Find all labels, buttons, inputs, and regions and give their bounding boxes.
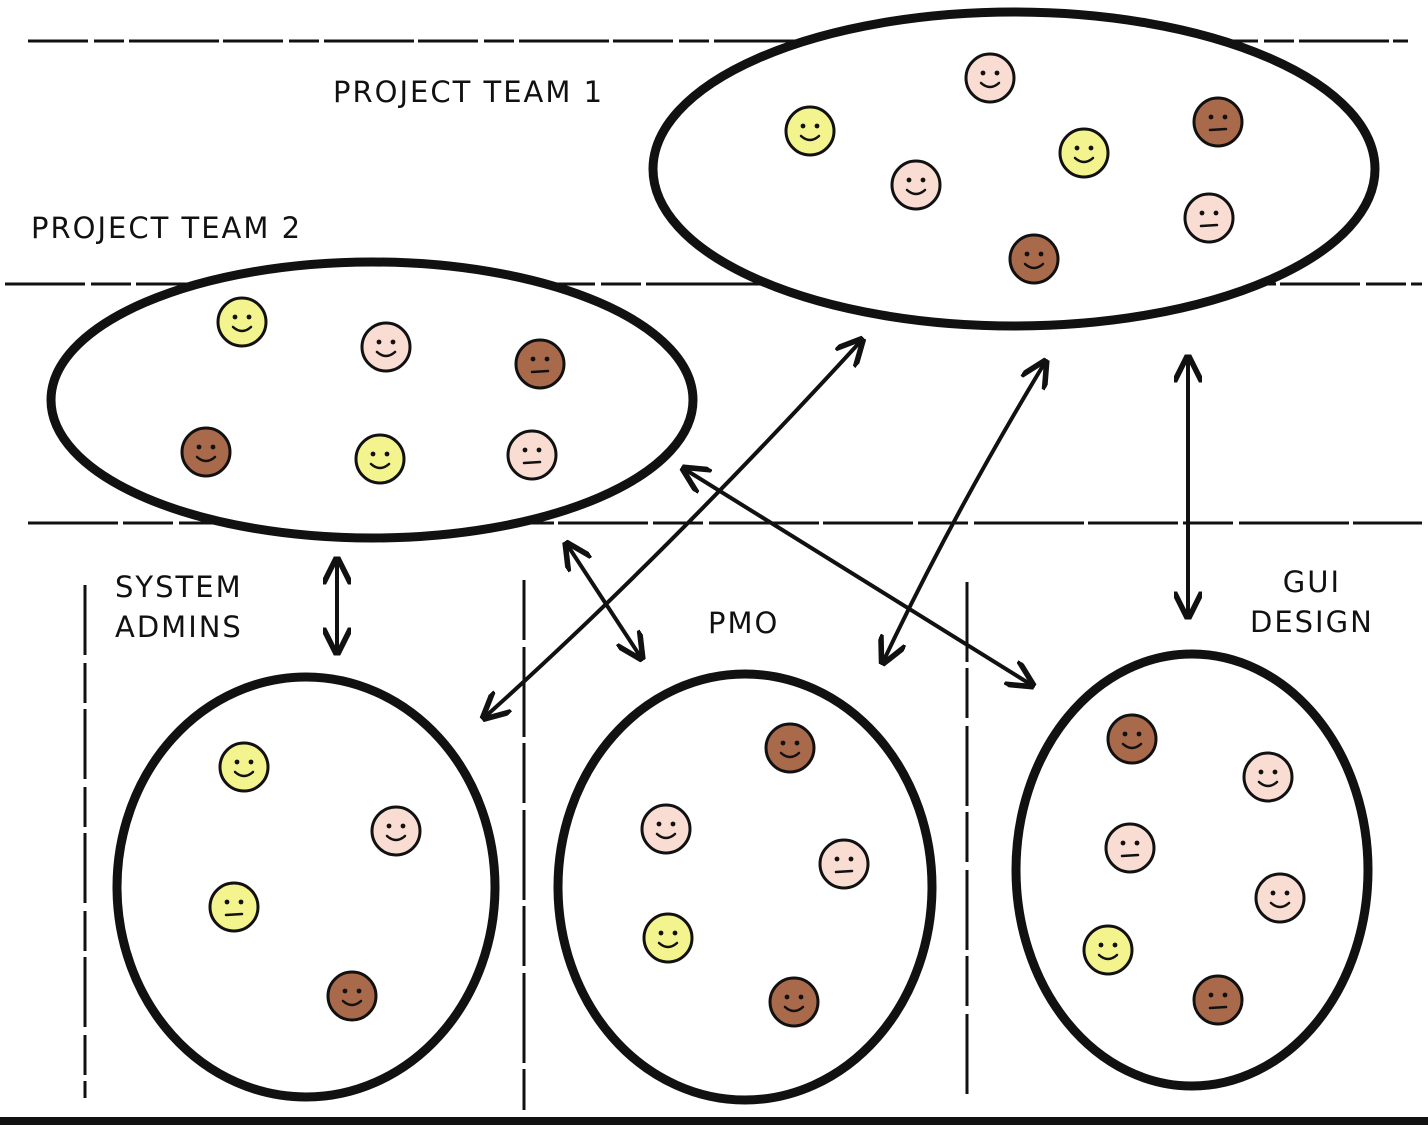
face-icon [890, 159, 942, 211]
face-icon [640, 803, 692, 855]
face-icon [764, 722, 816, 774]
connector-arrows [337, 342, 1188, 716]
face-icon [514, 338, 566, 390]
face-icon [1192, 96, 1244, 148]
project-team-2-label: PROJECT TEAM 2 [31, 211, 303, 245]
pmo-label: PMO [708, 606, 780, 640]
gui-design-label-line1: GUI [1282, 565, 1342, 599]
arrow-team2-to-pmo [568, 546, 640, 656]
face-icon [360, 321, 412, 373]
face-icon [354, 433, 406, 485]
face-icon [768, 976, 820, 1028]
face-icon [1192, 974, 1244, 1026]
face-icon [180, 426, 232, 478]
face-icon [642, 912, 694, 964]
team-member-faces [180, 52, 1306, 1028]
face-icon [818, 838, 870, 890]
arrow-team1-to-pmo [884, 364, 1044, 660]
project-team-1-label: PROJECT TEAM 1 [333, 75, 605, 109]
system-admins-label: SYSTEM ADMINS [115, 567, 243, 647]
face-icon [216, 296, 268, 348]
face-icon [1008, 233, 1060, 285]
pmo-ellipse [553, 669, 937, 1105]
group-outlines [46, 7, 1380, 1105]
face-icon [208, 881, 260, 933]
project-team-1-ellipse [648, 7, 1380, 331]
face-icon [370, 805, 422, 857]
face-icon [326, 970, 378, 1022]
face-icon [784, 105, 836, 157]
arrow-team1-to-sysadmins [486, 342, 860, 716]
face-icon [506, 429, 558, 481]
bottom-border [0, 1117, 1428, 1125]
arrow-team2-to-gui [686, 470, 1030, 684]
face-icon [218, 741, 270, 793]
face-icon [1183, 192, 1235, 244]
gui-design-label: GUI DESIGN [1250, 562, 1374, 642]
face-icon [1254, 872, 1306, 924]
face-icon [1104, 822, 1156, 874]
face-icon [1082, 924, 1134, 976]
system-admins-ellipse [112, 672, 500, 1102]
face-icon [964, 52, 1016, 104]
gui-design-label-line2: DESIGN [1250, 605, 1374, 639]
face-icon [1058, 127, 1110, 179]
system-admins-label-line2: ADMINS [115, 610, 243, 644]
face-icon [1242, 751, 1294, 803]
gui-design-ellipse [1011, 649, 1373, 1091]
face-icon [1106, 713, 1158, 765]
project-team-2-ellipse [46, 257, 698, 543]
system-admins-label-line1: SYSTEM [115, 570, 243, 604]
